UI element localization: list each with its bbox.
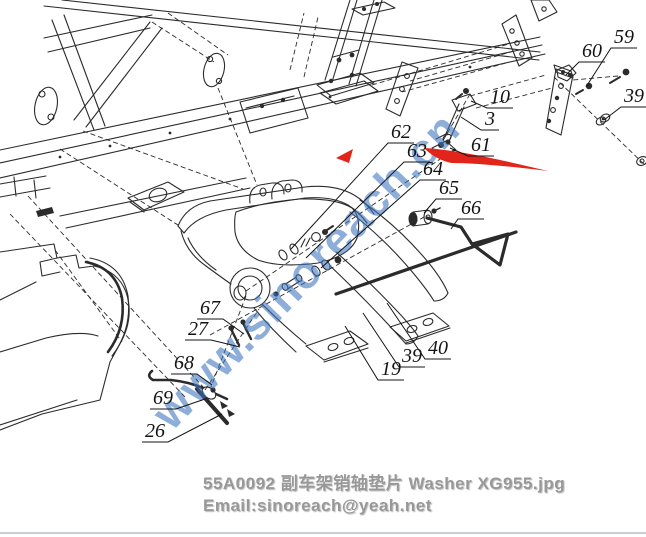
- caption-email: Email:sinoreach@yeah.net: [203, 496, 432, 515]
- part-label-39: 39: [603, 85, 646, 121]
- svg-text:69: 69: [153, 387, 173, 409]
- svg-text:60: 60: [582, 40, 602, 62]
- bolt-mid: [575, 82, 593, 95]
- red-arrow-large: [424, 148, 548, 171]
- subframe-assembly: [177, 179, 451, 363]
- part-label-64: 64: [320, 158, 446, 269]
- part-label-59: 59: [585, 26, 637, 88]
- part-label-65: 65: [423, 177, 462, 214]
- mounting-brackets: [501, 0, 646, 167]
- part-label-69: 69: [150, 387, 206, 410]
- part-label-63: 63: [305, 140, 430, 259]
- svg-text:10: 10: [490, 86, 510, 108]
- svg-text:19: 19: [381, 358, 401, 380]
- rod-66: [334, 216, 518, 296]
- red-arrow-small: [336, 149, 353, 163]
- svg-text:66: 66: [461, 197, 481, 219]
- svg-text:3: 3: [484, 108, 495, 130]
- fender: [0, 243, 130, 431]
- svg-text:64: 64: [423, 158, 443, 180]
- part-label-62: 62: [290, 121, 414, 250]
- chassis-frame: [0, 0, 546, 229]
- part-label-61: 61: [449, 134, 494, 157]
- svg-text:68: 68: [174, 352, 194, 374]
- svg-text:26: 26: [145, 420, 165, 442]
- clamp-60: [556, 64, 577, 82]
- part-label-66: 66: [450, 197, 484, 230]
- part-label-3: 3: [460, 108, 499, 131]
- washer-edge: [636, 155, 646, 167]
- part-label-27: 27: [185, 318, 241, 348]
- bolt-59: [609, 68, 630, 84]
- svg-text:27: 27: [188, 318, 209, 340]
- part-label-10: 10: [470, 86, 513, 109]
- part-label-19: 19: [344, 325, 404, 381]
- support-column: [316, 0, 419, 117]
- part-label-39: 39: [362, 312, 425, 368]
- svg-text:65: 65: [439, 177, 459, 199]
- svg-text:62: 62: [391, 121, 411, 143]
- svg-text:40: 40: [428, 337, 448, 359]
- svg-text:39: 39: [401, 345, 422, 367]
- part-label-68: 68: [171, 352, 213, 386]
- clamp-pin-26-group: [147, 319, 253, 425]
- projection-lines: [9, 12, 646, 399]
- part-label-67: 67: [197, 297, 245, 335]
- caption-filename: 55A0092 副车架销轴垫片 Washer XG955.jpg: [203, 474, 566, 493]
- part-label-40: 40: [386, 302, 451, 360]
- svg-text:61: 61: [471, 134, 491, 156]
- svg-text:39: 39: [623, 85, 644, 107]
- part-label-60: 60: [565, 40, 605, 76]
- bottom-divider: [0, 532, 646, 534]
- svg-text:67: 67: [200, 297, 221, 319]
- part-label-26: 26: [142, 413, 223, 443]
- svg-text:59: 59: [614, 26, 634, 48]
- svg-text:63: 63: [407, 140, 427, 162]
